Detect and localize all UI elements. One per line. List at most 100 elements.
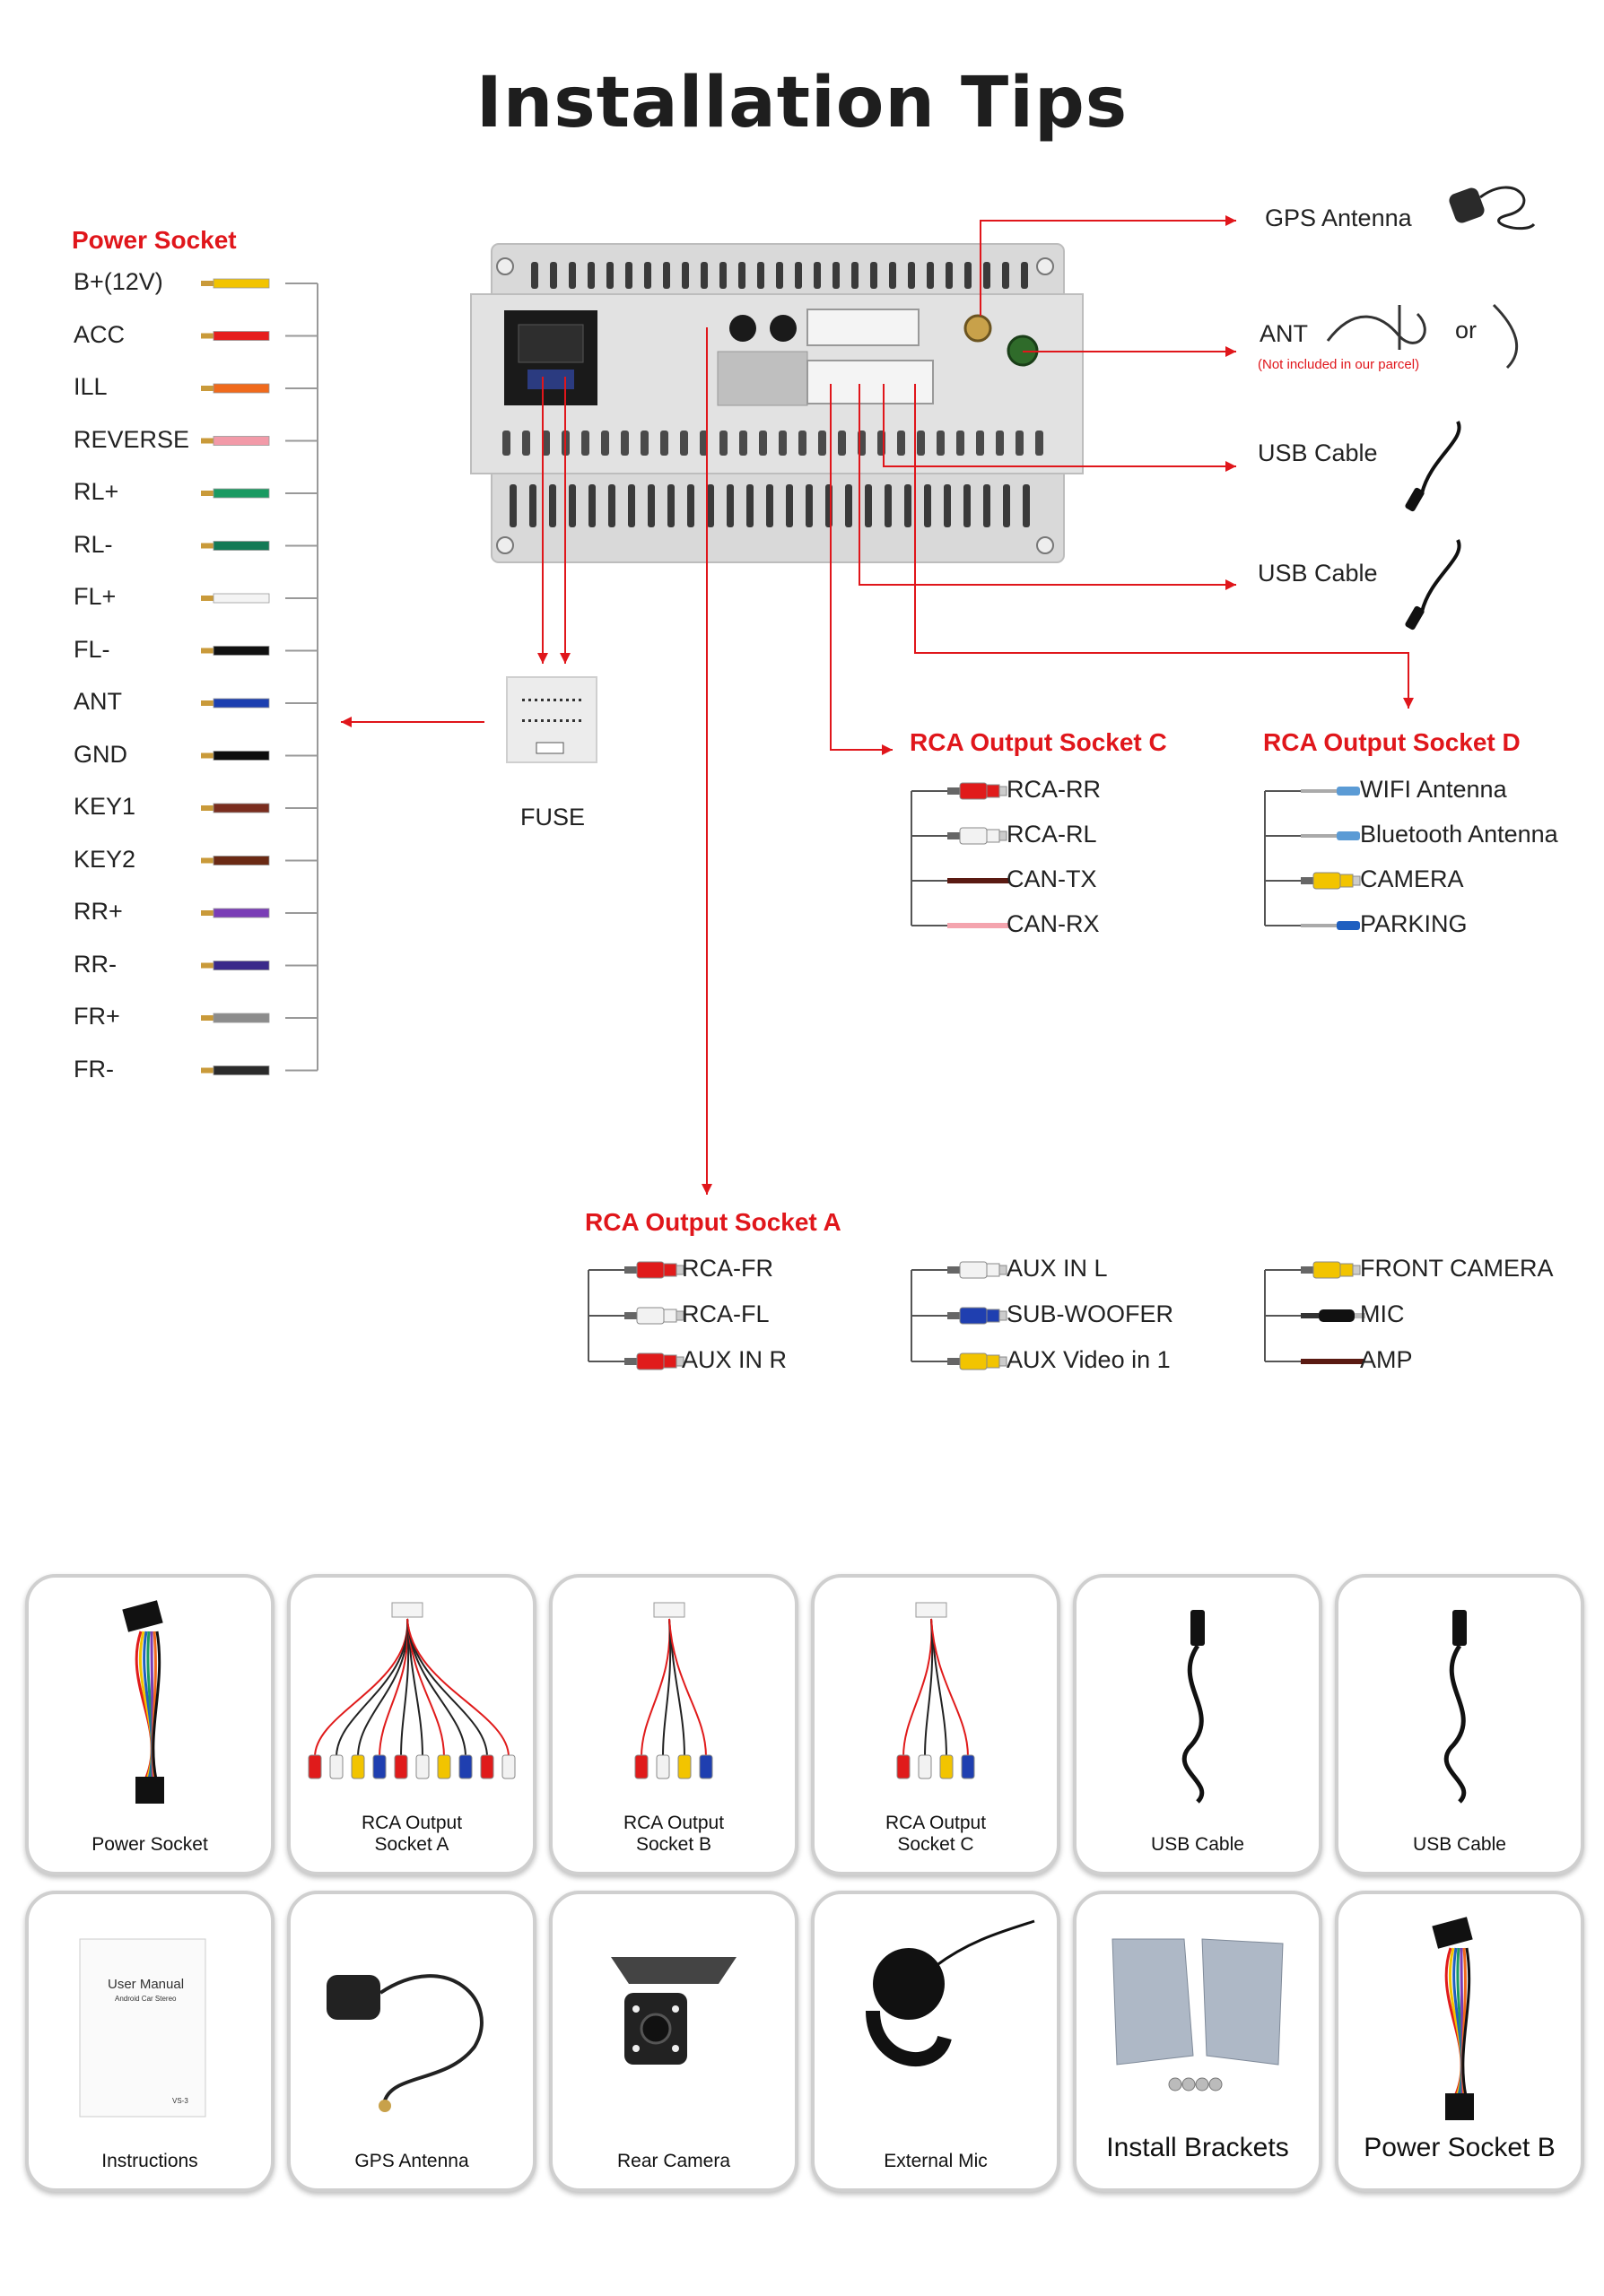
rca-harness-wire bbox=[930, 1618, 969, 1758]
power-wire-label: ILL bbox=[74, 373, 108, 400]
vent-slot bbox=[838, 430, 846, 456]
power-socket-harness-icon bbox=[122, 1600, 164, 1804]
arrow-head bbox=[537, 653, 548, 664]
rca-cable bbox=[624, 1358, 637, 1365]
gps-antenna-icon bbox=[1449, 186, 1536, 230]
rca-cable bbox=[624, 1312, 637, 1319]
connector-line bbox=[914, 384, 1409, 709]
vent-slot bbox=[983, 484, 990, 527]
rca-tip bbox=[1352, 875, 1361, 886]
rca-d-title: RCA Output Socket D bbox=[1263, 728, 1521, 756]
wire-tip bbox=[201, 700, 214, 706]
power-wire-label: ANT bbox=[74, 688, 122, 715]
connector-group bbox=[911, 1261, 1007, 1370]
fuse-pin bbox=[535, 719, 537, 722]
usb-plug bbox=[1405, 605, 1425, 631]
connector-label: RCA-RL bbox=[1007, 821, 1097, 848]
accessory-label: External Mic bbox=[884, 2151, 988, 2171]
accessory-label: Instructions bbox=[101, 2151, 198, 2171]
connector-label: AUX Video in 1 bbox=[1007, 1346, 1171, 1373]
vent-slot bbox=[759, 430, 767, 456]
vent-slot bbox=[917, 430, 925, 456]
accessory-label: USB Cable bbox=[1151, 1834, 1244, 1855]
power-wire-label: REVERSE bbox=[74, 425, 190, 453]
fuse-pin bbox=[560, 699, 562, 701]
rca-ring bbox=[986, 829, 1000, 843]
connector-label: SUB-WOOFER bbox=[1007, 1300, 1173, 1327]
power-wire-label: GND bbox=[74, 740, 127, 768]
rca-c-title: RCA Output Socket C bbox=[910, 728, 1167, 756]
user-manual-icon bbox=[79, 1938, 206, 2118]
accessory-label: RCA Output Socket B bbox=[623, 1813, 725, 1855]
fuse-pin bbox=[522, 699, 525, 701]
manual-text: Android Car Stereo bbox=[115, 1995, 177, 2003]
screw bbox=[496, 536, 514, 554]
screw bbox=[1036, 536, 1054, 554]
connector-label: AUX IN L bbox=[1007, 1255, 1108, 1282]
connector-label: AUX IN R bbox=[682, 1346, 788, 1373]
power-wire-label: B+(12V) bbox=[74, 268, 163, 295]
arrow-head bbox=[1225, 461, 1236, 472]
vent-slot bbox=[806, 484, 813, 527]
vent-slot bbox=[529, 484, 536, 527]
power-wire-label: RR+ bbox=[74, 898, 123, 925]
connector-label: WIFI Antenna bbox=[1360, 776, 1507, 803]
arrow-head bbox=[1403, 698, 1414, 709]
rca-harness-plug bbox=[394, 1754, 408, 1779]
rca-tip bbox=[676, 1310, 684, 1321]
connector-line bbox=[830, 384, 893, 751]
ant-note: (Not included in our parcel) bbox=[1258, 357, 1420, 372]
vent-slot bbox=[927, 262, 934, 289]
usb-cable-label: USB Cable bbox=[1258, 560, 1378, 587]
power-wire-label: RR- bbox=[74, 950, 117, 978]
rca-plug bbox=[959, 827, 988, 845]
rca-harness-plug bbox=[634, 1754, 649, 1779]
fuse-pin bbox=[535, 699, 537, 701]
power-wire bbox=[213, 1065, 270, 1075]
rca-tip bbox=[1352, 1265, 1361, 1275]
vent-slot bbox=[569, 262, 576, 289]
rca-plug bbox=[1312, 1261, 1341, 1279]
arrow-head bbox=[702, 1184, 712, 1195]
vent-slot bbox=[937, 430, 945, 456]
ant-cable bbox=[1326, 312, 1426, 344]
vent-slot bbox=[996, 430, 1004, 456]
rca-harness-wire bbox=[400, 1618, 410, 1758]
vent-slot bbox=[904, 484, 911, 527]
vent-slot bbox=[700, 430, 708, 456]
rca-harness-plug bbox=[699, 1754, 713, 1779]
rca-harness-wire bbox=[662, 1618, 672, 1758]
fm-antenna-icon bbox=[1326, 303, 1519, 370]
camera-lens bbox=[640, 2013, 672, 2045]
wiring-diagram bbox=[201, 186, 1536, 1370]
rca-ring bbox=[986, 1354, 1000, 1369]
accessory-card: Install Brackets bbox=[1073, 1891, 1322, 2192]
wire-tip bbox=[201, 962, 214, 969]
harness-plug bbox=[1445, 2093, 1474, 2120]
signal-wire bbox=[1301, 1359, 1364, 1364]
usb-cable-coil bbox=[1420, 421, 1461, 494]
wire-tip bbox=[201, 333, 214, 339]
fuse-pin bbox=[541, 699, 544, 701]
power-wire-label: FL- bbox=[74, 635, 110, 663]
rca-cable bbox=[947, 787, 960, 795]
power-wire-label: RL+ bbox=[74, 478, 119, 505]
power-wire bbox=[213, 383, 270, 394]
connector-group bbox=[1264, 787, 1361, 930]
connector-pins bbox=[518, 324, 584, 363]
connector-group bbox=[911, 782, 1010, 928]
rca-tip bbox=[998, 1310, 1007, 1321]
rca-harness-connector bbox=[653, 1602, 685, 1618]
rca-plug bbox=[959, 1261, 988, 1279]
vent-slot bbox=[588, 262, 595, 289]
rca-harness-plug bbox=[918, 1754, 932, 1779]
rca-tip bbox=[998, 786, 1007, 796]
accessory-label: Rear Camera bbox=[616, 2151, 731, 2171]
accessory-card: RCA Output Socket A bbox=[287, 1574, 536, 1875]
antenna-plug bbox=[1337, 787, 1360, 796]
signal-wire bbox=[947, 923, 1010, 928]
rca-harness-wire bbox=[406, 1618, 510, 1758]
vent-slot bbox=[908, 262, 915, 289]
usb-cable-icon bbox=[1181, 1610, 1205, 1804]
mic-jack bbox=[1319, 1309, 1355, 1322]
